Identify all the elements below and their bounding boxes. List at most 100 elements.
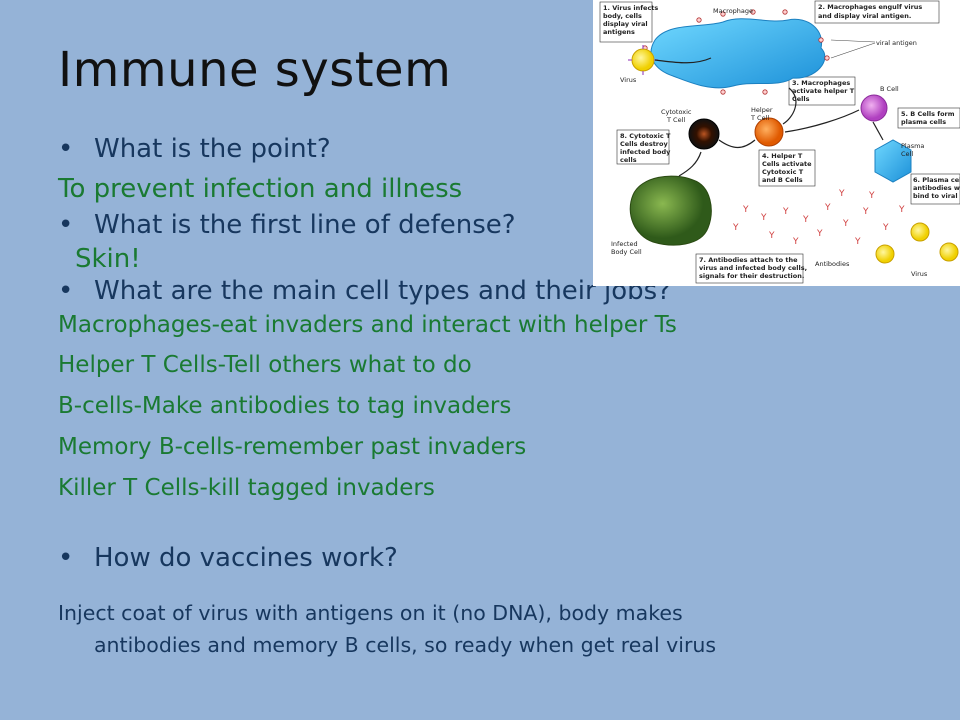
job-helper-t: Helper T Cells-Tell others what to do [58, 352, 472, 378]
virus-right-shape-2 [875, 244, 895, 264]
step8-line4: cells [620, 156, 637, 164]
question-text: What are the main cell types and their j… [94, 276, 671, 306]
virus-left-shape [631, 48, 655, 72]
svg-text:Y: Y [868, 191, 875, 201]
immune-response-diagram: 1. Virus infects body, cells display vir… [593, 0, 960, 286]
step8-line2: Cells destroy [620, 140, 668, 148]
answer-point: To prevent infection and illness [58, 174, 463, 204]
step5-line1: 5. B Cells form [901, 110, 955, 118]
step4-line3: Cytotoxic T [762, 168, 804, 176]
svg-text:Y: Y [824, 203, 831, 213]
step4-line2: Cells activate [762, 160, 812, 168]
plasma-label-1: Plasma [901, 142, 924, 150]
step1-box [599, 1, 653, 43]
svg-text:Y: Y [732, 223, 739, 233]
bullet-point-question: • What is the point? [58, 134, 331, 164]
antigen-pointer-lines [830, 39, 876, 59]
antigen-pins [642, 9, 830, 95]
bullet-first-line-question: • What is the first line of defense? [58, 210, 516, 240]
step8-line3: infected body [620, 148, 671, 156]
bullet-dot: • [58, 543, 74, 573]
infected-body-cell-shape [629, 175, 712, 246]
question-text: What is the first line of defense? [94, 210, 516, 240]
vaccine-line-1: Inject coat of virus with antigens on it… [58, 601, 683, 625]
svg-text:Y: Y [816, 229, 823, 239]
step1-line4: antigens [603, 28, 635, 36]
virus-left-spikes [628, 45, 658, 75]
question-text: How do vaccines work? [94, 543, 398, 573]
svg-text:Y: Y [838, 189, 845, 199]
job-memory-b: Memory B-cells-remember past invaders [58, 434, 527, 460]
step4-box [758, 149, 816, 187]
svg-text:Y: Y [882, 223, 889, 233]
step3-box [788, 76, 856, 106]
svg-text:Y: Y [792, 237, 799, 247]
svg-text:Y: Y [898, 205, 905, 215]
cytotoxic-label-2: T Cell [666, 116, 685, 124]
bullet-dot: • [58, 276, 74, 306]
virus-left-label: Virus [620, 76, 637, 84]
bullet-dot: • [58, 134, 74, 164]
vaccine-line-2: antibodies and memory B cells, so ready … [94, 633, 717, 657]
job-killer-t: Killer T Cells-kill tagged invaders [58, 475, 435, 501]
step2-line1: 2. Macrophages engulf virus [818, 3, 922, 11]
bullet-dot: • [58, 210, 74, 240]
helper-t-cell-shape [754, 117, 784, 147]
macrophage-label: Macrophage [713, 7, 753, 15]
step7-line2: virus and infected body cells, [699, 264, 807, 272]
svg-text:Y: Y [760, 213, 767, 223]
plasma-label-2: Cell [901, 150, 913, 158]
slide-title: Immune system [58, 42, 452, 98]
step4-line1: 4. Helper T [762, 152, 803, 160]
step2-box [814, 0, 940, 24]
infected-label-2: Body Cell [611, 248, 642, 256]
plasma-cell-shape [874, 139, 912, 183]
step6-line2: antibodies whic [913, 184, 960, 192]
svg-text:Y: Y [782, 207, 789, 217]
viral-antigen-label: viral antigen [876, 39, 917, 47]
svg-text:Y: Y [742, 205, 749, 215]
step7-box [695, 253, 804, 284]
svg-text:Y: Y [802, 215, 809, 225]
step6-box [910, 173, 960, 205]
step6-line1: 6. Plasma cells m [913, 176, 960, 184]
helper-t-label-1: Helper [751, 106, 773, 114]
virus-right-shape-1 [910, 222, 930, 242]
cytotoxic-t-cell-shape [688, 118, 720, 150]
step3-line1: 3. Macrophages [792, 79, 850, 87]
step5-box [897, 107, 960, 129]
svg-text:Y: Y [842, 219, 849, 229]
job-macrophages: Macrophages-eat invaders and interact wi… [58, 312, 677, 338]
antibodies-label: Antibodies [815, 260, 850, 268]
job-b-cells: B-cells-Make antibodies to tag invaders [58, 393, 512, 419]
virus-right-shape-3 [939, 242, 959, 262]
svg-text:Y: Y [768, 231, 775, 241]
vaccine-answer: Inject coat of virus with antigens on it… [58, 597, 888, 661]
svg-text:Y: Y [862, 207, 869, 217]
diagram-svg: 1. Virus infects body, cells display vir… [599, 0, 960, 284]
answer-skin: Skin! [75, 244, 141, 274]
step7-line3: signals for their destruction. [699, 272, 804, 280]
step8-line1: 8. Cytotoxic T [620, 132, 671, 140]
step3-line2: activate helper T [792, 87, 855, 95]
step1-line1: 1. Virus infects [603, 4, 658, 12]
step6-line3: bind to viral anti [913, 192, 960, 200]
virus-right-label: Virus [911, 270, 928, 278]
question-text: What is the point? [94, 134, 331, 164]
step2-line2: and display viral antigen. [818, 12, 911, 20]
process-arrows [654, 57, 884, 177]
step3-line3: Cells [792, 95, 810, 103]
step4-line4: and B Cells [762, 176, 803, 184]
bullet-vaccines-question: • How do vaccines work? [58, 543, 398, 573]
step1-line2: body, cells [603, 12, 642, 20]
cytotoxic-label-1: Cytotoxic [661, 108, 692, 116]
infected-label-1: Infected [611, 240, 638, 248]
step1-line3: display viral [603, 20, 648, 28]
macrophage-shape [650, 18, 826, 89]
helper-t-label-2: T Cell [750, 114, 769, 122]
bullet-cell-types-question: • What are the main cell types and their … [58, 276, 671, 306]
b-cell-shape [860, 94, 888, 122]
b-cell-label: B Cell [880, 85, 899, 93]
step8-box [616, 129, 670, 165]
